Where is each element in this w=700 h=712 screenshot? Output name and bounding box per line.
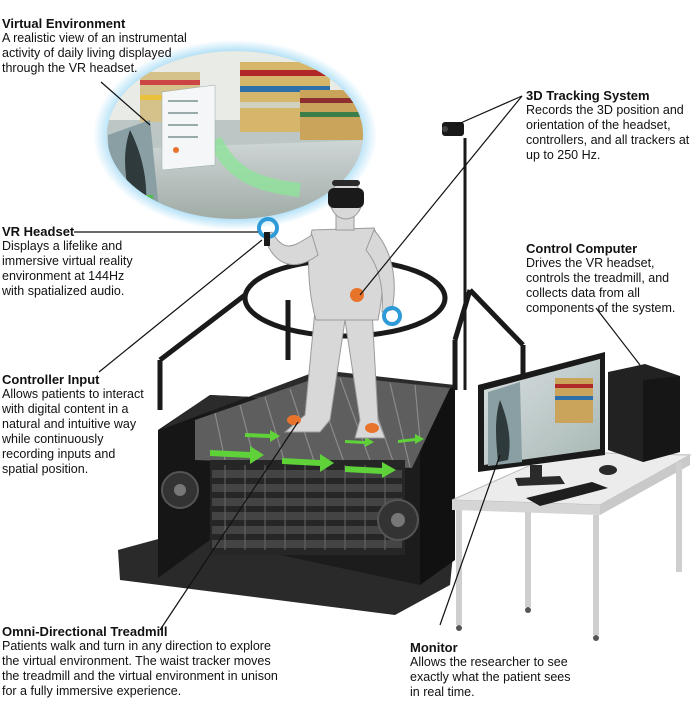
vr-headset (328, 180, 364, 208)
callout-description: Patients walk and turn in any direction … (2, 639, 278, 698)
support-frame (157, 138, 526, 410)
patient-figure (263, 180, 395, 439)
callout-monitor: Monitor Allows the researcher to see exa… (410, 640, 610, 700)
callout-omni-directional-treadmill: Omni-Directional Treadmill Patients walk… (2, 624, 302, 699)
foot-tracker-right (365, 423, 379, 433)
callout-control-computer: Control Computer Drives the VR headset, … (526, 241, 698, 316)
callout-controller-input: Controller Input Allows patients to inte… (2, 372, 162, 477)
callout-virtual-environment: Virtual Environment A realistic view of … (2, 16, 192, 76)
control-computer-tower (608, 364, 680, 462)
treadmill-platform (118, 370, 455, 615)
waist-tracker (350, 288, 364, 302)
monitor (478, 352, 605, 486)
callout-vr-headset: VR Headset Displays a lifelike and immer… (2, 224, 162, 299)
callout-title: Monitor (410, 640, 458, 655)
leader-lines (74, 81, 641, 631)
vr-controller-left (257, 217, 279, 246)
callout-description: Drives the VR headset, controls the trea… (526, 256, 676, 315)
foot-tracker-left (287, 415, 301, 425)
callout-title: Control Computer (526, 241, 638, 256)
virtual-environment-view (93, 40, 377, 230)
tracking-camera (442, 122, 464, 136)
callout-description: Allows the researcher to see exactly wha… (410, 655, 571, 699)
callout-title: VR Headset (2, 224, 75, 239)
callout-title: Omni-Directional Treadmill (2, 624, 168, 639)
callout-3d-tracking-system: 3D Tracking System Records the 3D positi… (526, 88, 698, 163)
callout-description: A realistic view of an instrumental acti… (2, 31, 187, 75)
callout-description: Allows patients to interact with digital… (2, 387, 144, 476)
callout-description: Records the 3D position and orientation … (526, 103, 690, 162)
callout-title: 3D Tracking System (526, 88, 650, 103)
callout-title: Controller Input (2, 372, 100, 387)
mouse (599, 465, 617, 475)
researcher-desk (451, 451, 692, 641)
vr-controller-right (382, 306, 402, 326)
callout-description: Displays a lifelike and immersive virtua… (2, 239, 133, 298)
callout-title: Virtual Environment (2, 16, 126, 31)
keyboard (526, 482, 608, 506)
